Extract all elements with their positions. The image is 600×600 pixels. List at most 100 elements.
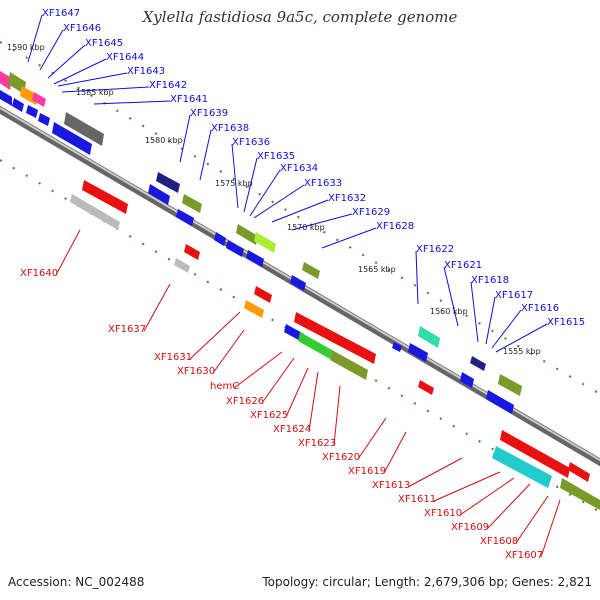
gene-label[interactable]: XF1629	[352, 207, 390, 218]
leader-line	[491, 309, 522, 349]
gene-label[interactable]: XF1642	[149, 80, 187, 91]
gene-arrow[interactable]	[184, 244, 200, 260]
accession-text: Accession: NC_002488	[8, 575, 144, 589]
gene-block[interactable]	[0, 68, 12, 90]
leader-line	[485, 296, 496, 345]
gene-label[interactable]: XF1632	[328, 193, 366, 204]
leader-line	[231, 143, 239, 209]
gene-arrow[interactable]	[246, 250, 264, 267]
gene-label[interactable]: XF1647	[42, 8, 80, 19]
gene-label[interactable]: XF1638	[211, 123, 249, 134]
kbp-1565: 1565 kbp	[358, 265, 396, 274]
gene-label[interactable]: XF1633	[304, 178, 342, 189]
leader-line	[515, 495, 549, 544]
gene-label[interactable]: XF1621	[444, 260, 482, 271]
gene-label[interactable]: XF1610	[424, 508, 462, 519]
gene-arrow[interactable]	[460, 372, 474, 388]
gene-block[interactable]	[498, 374, 522, 396]
gene-label[interactable]: XF1608	[480, 536, 518, 547]
reverse-genes	[70, 180, 600, 510]
gene-label[interactable]: XF1613	[372, 480, 410, 491]
gene-label[interactable]: XF1630	[177, 366, 215, 377]
gene-block[interactable]	[418, 326, 440, 348]
gene-label[interactable]: XF1631	[154, 352, 192, 363]
gene-arrow[interactable]	[38, 113, 50, 126]
gene-arrow[interactable]	[214, 232, 226, 246]
gene-arrow[interactable]	[290, 275, 306, 291]
gene-arrow[interactable]	[392, 342, 402, 352]
gene-label[interactable]: XF1641	[170, 94, 208, 105]
gene-block[interactable]	[254, 232, 276, 253]
gene-label[interactable]: XF1609	[451, 522, 489, 533]
gene-label[interactable]: XF1646	[63, 23, 101, 34]
leader-line	[333, 385, 341, 446]
leader-line	[321, 227, 377, 249]
gene-arrow[interactable]	[568, 462, 590, 482]
gene-arrow[interactable]	[408, 343, 428, 362]
leader-line	[253, 184, 305, 219]
gene-arrow[interactable]	[148, 184, 170, 205]
gene-label[interactable]: XF1616	[521, 303, 559, 314]
gene-block[interactable]	[500, 430, 570, 478]
gene-block[interactable]	[182, 194, 202, 213]
gene-label[interactable]: XF1607	[505, 550, 543, 561]
gene-arrow[interactable]	[0, 90, 12, 106]
gene-label[interactable]: XF1634	[280, 163, 318, 174]
gene-label[interactable]: XF1626	[226, 396, 264, 407]
gene-block[interactable]	[32, 92, 46, 107]
leader-line	[308, 371, 319, 432]
gene-label[interactable]: XF1624	[273, 424, 311, 435]
gene-arrow[interactable]	[486, 390, 514, 414]
gene-label[interactable]: XF1618	[471, 275, 509, 286]
leader-line	[212, 329, 245, 374]
gene-block[interactable]	[244, 300, 264, 318]
gene-label[interactable]: XF1643	[127, 66, 165, 77]
gene-block[interactable]	[70, 194, 120, 230]
gene-block[interactable]	[492, 446, 552, 488]
map-title: Xylella fastidiosa 9a5c, complete genome	[142, 8, 458, 26]
gene-label[interactable]: XF1640	[20, 268, 58, 279]
gene-block[interactable]	[64, 112, 104, 146]
gene-arrow[interactable]	[418, 380, 434, 395]
gene-label[interactable]: hemC	[210, 381, 239, 392]
gene-block[interactable]	[298, 332, 332, 359]
kbp-1590: 1590 kbp	[7, 43, 45, 52]
gene-label[interactable]: XF1611	[398, 494, 436, 505]
leader-line	[407, 457, 463, 488]
gene-label[interactable]: XF1645	[85, 38, 123, 49]
gene-label[interactable]: XF1644	[106, 52, 144, 63]
gene-block[interactable]	[156, 172, 180, 193]
gene-label[interactable]: XF1620	[322, 452, 360, 463]
gene-label[interactable]: XF1625	[250, 410, 288, 421]
gene-label[interactable]: XF1628	[376, 221, 414, 232]
gene-block[interactable]	[302, 262, 320, 279]
gene-block[interactable]	[174, 258, 190, 273]
gene-label[interactable]: XF1615	[547, 317, 585, 328]
gene-block[interactable]	[560, 478, 600, 510]
gene-arrow[interactable]	[254, 286, 272, 303]
gene-arrow[interactable]	[26, 105, 38, 118]
gene-label[interactable]: XF1622	[416, 244, 454, 255]
gene-labels: XF1647XF1646XF1645XF1644XF1643XF1642XF16…	[20, 8, 585, 561]
gene-block[interactable]	[82, 180, 128, 214]
gene-block[interactable]	[236, 224, 258, 245]
gene-arrow[interactable]	[176, 209, 194, 226]
leader-line	[199, 129, 212, 181]
gene-block[interactable]	[294, 312, 376, 364]
gene-arrow[interactable]	[12, 98, 24, 112]
leader-line	[249, 169, 281, 217]
gene-label[interactable]: XF1635	[257, 151, 295, 162]
gene-block[interactable]	[470, 356, 486, 371]
gene-label[interactable]: XF1636	[232, 137, 270, 148]
leader-line	[39, 29, 64, 71]
gene-label[interactable]: XF1623	[298, 438, 336, 449]
gene-block[interactable]	[330, 350, 368, 380]
gene-arrow[interactable]	[52, 122, 92, 155]
kbp-1580: 1580 kbp	[145, 136, 183, 145]
gene-label[interactable]: XF1617	[495, 290, 533, 301]
gene-arrow[interactable]	[226, 240, 244, 257]
gene-label[interactable]: XF1639	[190, 108, 228, 119]
gene-label[interactable]: XF1619	[348, 466, 386, 477]
gene-label[interactable]: XF1637	[108, 324, 146, 335]
